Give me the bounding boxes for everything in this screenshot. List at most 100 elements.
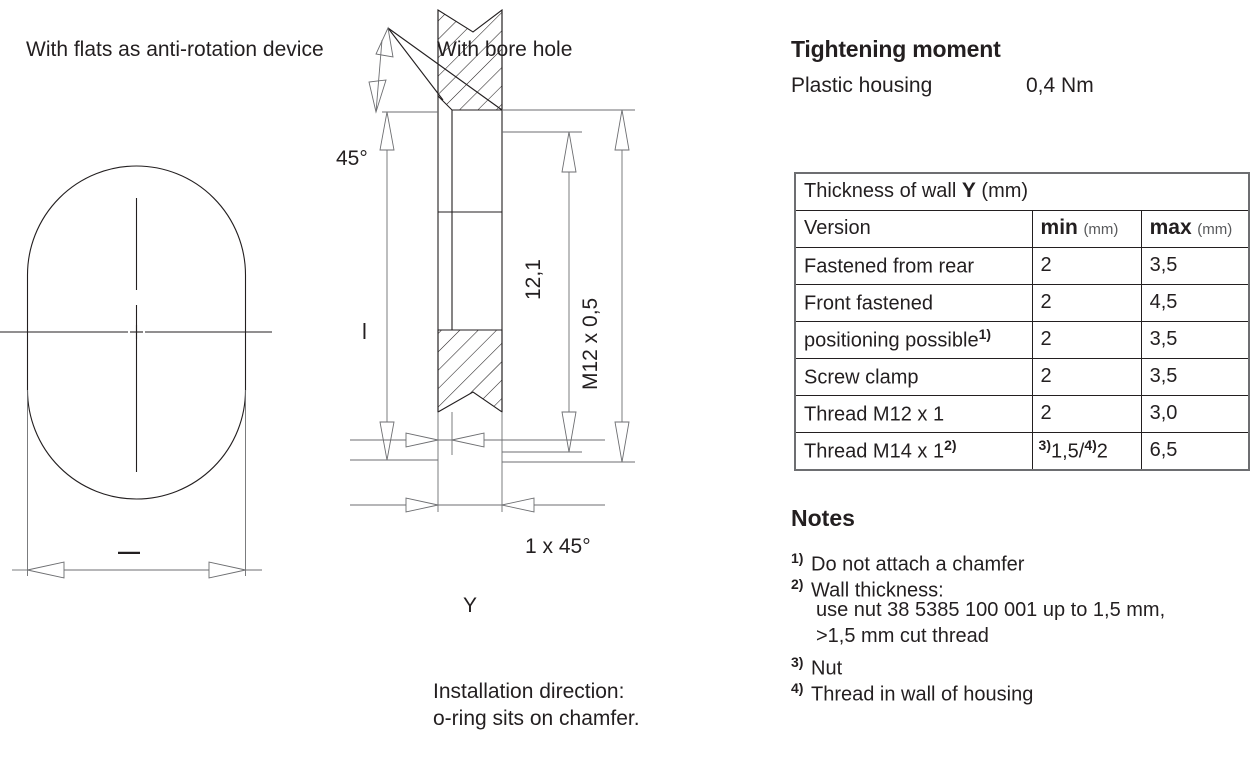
cell-version-text: positioning possible (804, 329, 979, 352)
cell-version-sup: 1) (978, 325, 992, 342)
arrow-Y-left (405, 497, 439, 513)
installation-direction-line1: Installation direction: (433, 680, 625, 703)
table-title-cell: Thickness of wall Y (mm) (794, 173, 1250, 211)
note-marker: 2) (791, 576, 804, 592)
note-item: 4) Thread in wall of housing (791, 675, 1033, 708)
wall-thickness-table: Thickness of wall Y (mm) Version min (mm… (794, 172, 1250, 471)
cell-min: 2 (1031, 284, 1142, 322)
chamfer-leader-1 (387, 27, 444, 101)
cell-version: Thread M14 x 12) (794, 432, 1033, 471)
note-text: Do not attach a chamfer (811, 553, 1025, 576)
table-row: Screw clamp 2 3,5 (794, 358, 1250, 396)
table-header-row: Version min (mm) max (mm) (794, 210, 1250, 248)
tightening-moment-value: 0,4 Nm (1026, 74, 1094, 97)
dim-arrow-121-top (561, 131, 577, 173)
chamfer-leader-2 (387, 27, 503, 111)
table-title-row: Thickness of wall Y (mm) (794, 173, 1250, 211)
arrow-chamfer-left (405, 432, 439, 448)
note-item-continuation: use nut 38 5385 100 001 up to 1,5 mm, (816, 597, 1165, 623)
dim-arrow-l-bottom (379, 421, 395, 461)
arrow-chamfer-right (451, 432, 485, 448)
header-max-label: max (1149, 216, 1192, 239)
cell-version-text: Thread M14 x 1 (804, 440, 945, 463)
note-marker: 3) (791, 654, 804, 670)
label-angle-45: 45° (336, 147, 368, 170)
cell-min: 3)1,5/4)2 (1031, 432, 1142, 471)
table-title-prefix: Thickness of wall (804, 180, 962, 202)
table-row: Fastened from rear 2 3,5 (794, 247, 1250, 285)
notes-title: Notes (791, 505, 855, 531)
header-max: max (mm) (1140, 210, 1250, 248)
note-text: use nut 38 5385 100 001 up to 1,5 mm, (816, 599, 1166, 621)
note-marker: 1) (791, 550, 804, 566)
dim-arrow-l-top (379, 111, 395, 151)
cell-version-text: Front fastened (804, 292, 933, 315)
dim-arrow-left (27, 561, 65, 579)
cell-min: 2 (1031, 247, 1142, 285)
cell-min: 2 (1031, 321, 1142, 359)
header-version: Version (794, 210, 1033, 248)
installation-direction-line2: o-ring sits on chamfer. (433, 707, 640, 730)
note-item: 2) Wall thickness: (791, 571, 944, 604)
note-marker: 4) (791, 680, 804, 696)
label-mid-left-bar: l (362, 319, 367, 344)
cell-min-sup-a: 3) (1038, 436, 1051, 453)
header-min-unit: (mm) (1083, 221, 1119, 238)
label-wall-thickness-Y: Y (463, 594, 478, 617)
table-row: Thread M12 x 1 2 3,0 (794, 395, 1250, 433)
cell-version-text: Thread M12 x 1 (804, 403, 945, 426)
note-text: Thread in wall of housing (811, 683, 1034, 706)
table-title-symbol: Y (961, 179, 976, 202)
cell-min: 2 (1031, 395, 1142, 433)
dim-arrow-121-bottom (561, 411, 577, 453)
wall-section-upper (437, 8, 503, 111)
dim-arrow-right (208, 561, 246, 579)
cell-min-text: 1,5/ (1050, 440, 1085, 463)
cell-version-text: Fastened from rear (804, 255, 975, 278)
header-max-unit: (mm) (1197, 221, 1233, 238)
note-text: >1,5 mm cut thread (816, 625, 989, 647)
label-thread-M12: M12 x 0,5 (579, 297, 602, 390)
note-text: Nut (811, 657, 843, 680)
drawing-flats-anti-rotation (0, 165, 272, 579)
note-text: Wall thickness: (811, 579, 944, 602)
tightening-moment-title: Tightening moment (791, 36, 1001, 62)
cell-version: positioning possible1) (794, 321, 1033, 359)
table-title-suffix: (mm) (975, 180, 1029, 202)
dim-arrow-thread-top (614, 109, 630, 151)
note-item: 3) Nut (791, 649, 842, 682)
cell-max: 6,5 (1140, 432, 1250, 471)
cell-min: 2 (1031, 358, 1142, 396)
cell-version: Screw clamp (794, 358, 1033, 396)
dim-arrow-thread-bottom (614, 421, 630, 463)
table-row: Thread M14 x 12) 3)1,5/4)2 6,5 (794, 432, 1250, 471)
cell-version: Fastened from rear (794, 247, 1033, 285)
arrow-Y-right (501, 497, 535, 513)
cell-max: 3,5 (1140, 358, 1250, 396)
cell-version: Thread M12 x 1 (794, 395, 1033, 433)
table-row: Front fastened 2 4,5 (794, 284, 1250, 322)
cell-max: 3,5 (1140, 247, 1250, 285)
cell-max: 3,5 (1140, 321, 1250, 359)
cell-version-text: Screw clamp (804, 366, 919, 389)
cell-max: 4,5 (1140, 284, 1250, 322)
left-dimension-value: — (118, 539, 140, 564)
chamfer-arrow-up (375, 26, 394, 58)
label-chamfer-1x45: 1 x 45° (525, 535, 591, 558)
drawing-bore-hole-section (350, 8, 635, 513)
caption-left-drawing: With flats as anti-rotation device (26, 38, 324, 61)
cell-min-tail: 2 (1096, 440, 1108, 463)
wall-section-lower (437, 329, 503, 414)
table-row: positioning possible1) 2 3,5 (794, 321, 1250, 359)
header-min-label: min (1040, 216, 1078, 239)
label-length-12-1: 12,1 (522, 259, 545, 300)
chamfer-arc-line (375, 39, 383, 113)
cell-version: Front fastened (794, 284, 1033, 322)
note-item-continuation: >1,5 mm cut thread (816, 623, 989, 649)
cell-max: 3,0 (1140, 395, 1250, 433)
note-item: 1) Do not attach a chamfer (791, 545, 1024, 578)
header-min: min (mm) (1031, 210, 1142, 248)
tightening-moment-label: Plastic housing (791, 74, 933, 97)
cell-version-sup: 2) (944, 436, 957, 453)
